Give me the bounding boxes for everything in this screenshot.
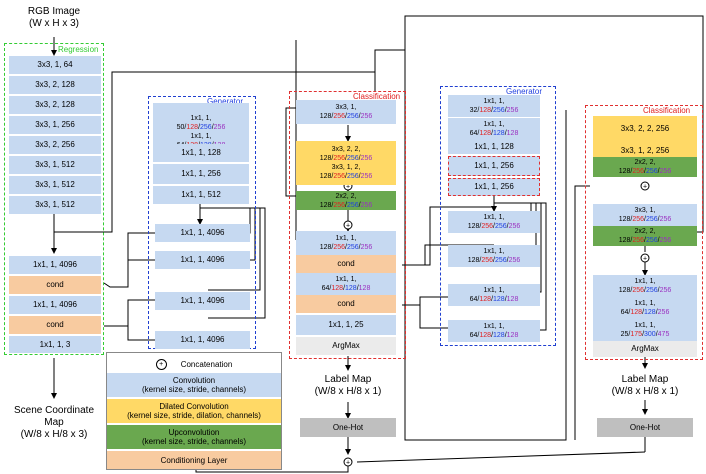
one-hot-2: One-Hot (597, 418, 693, 437)
cls1-conv-e: 1x1, 1,128/256/256/256 (296, 231, 396, 255)
legend-dilated-convolution: Dilated Convolution (kernel size, stride… (107, 399, 281, 423)
legend-upconvolution: Upconvolution (kernel size, stride, chan… (107, 425, 281, 449)
legend-up-title: Upconvolution (168, 428, 220, 437)
legend-up-sub: (kernel size, stride, channels) (141, 437, 247, 446)
regression-layer-8: 3x3, 1, 512 (9, 196, 101, 214)
cls2-dilated-block: 3x3, 2, 2, 256 3x3, 1, 2, 256 (593, 116, 697, 164)
gen2-layer-i: 1x1, 1,64/128/128/128 (448, 320, 540, 342)
cls2-dilated-1: 3x3, 2, 2, 256 (620, 124, 670, 133)
gen1-fc-3: 1x1, 1, 4096 (155, 292, 250, 310)
cls2-upconv-2: 2x2, 2,128/256/256/256 (593, 226, 697, 246)
classification-1-label: Classification (352, 92, 402, 101)
cls1-argmax: ArgMax (296, 337, 396, 355)
legend-dil-title: Dilated Convolution (159, 402, 229, 411)
gen1-fc-1: 1x1, 1, 4096 (155, 224, 250, 242)
gen2-layer-g: 1x1, 1,128/256/256/256 (448, 245, 540, 267)
cls2-argmax: ArgMax (593, 341, 697, 357)
cls1-dilated-2: 3x3, 1, 2,128/256/256/256 (319, 164, 373, 180)
gen2-layer-d: 1x1, 1, 256 (448, 156, 540, 176)
legend: + Concatenation Convolution (kernel size… (106, 352, 282, 470)
generator-2-box (440, 86, 556, 346)
legend-dil-sub: (kernel size, stride, dilation, channels… (127, 411, 261, 420)
regression-layer-7: 3x3, 1, 512 (9, 176, 101, 194)
svg-text:+: + (643, 256, 647, 263)
concatenation-icon: + (155, 358, 167, 370)
gen1-fc-4: 1x1, 1, 4096 (155, 331, 250, 349)
cls1-conv-f: 1x1, 1,64/128/128/128 (296, 273, 396, 295)
regression-cond-1: cond (9, 276, 101, 294)
cls1-cond-1: cond (296, 255, 396, 273)
cls1-conv-a: 3x3, 1,128/256/256/256 (296, 100, 396, 124)
regression-label: Regression (57, 45, 100, 54)
label-map-1: Label Map (W/8 x H/8 x 1) (314, 374, 382, 397)
svg-text:+: + (346, 223, 350, 230)
legend-convolution: Convolution (kernel size, stride, channe… (107, 373, 281, 397)
cls1-dilated-1: 3x3, 2, 2,128/256/256/256 (319, 146, 373, 162)
gen1-layer-1: 1x1, 1,50/128/256/256 (176, 115, 226, 131)
legend-concat-text: Concatenation (180, 359, 233, 369)
cls1-dilated-block: 3x3, 2, 2,128/256/256/256 3x3, 1, 2,128/… (296, 141, 396, 185)
svg-text:+: + (643, 184, 647, 191)
generator-1-label: Generator (206, 97, 245, 106)
rgb-image-title: RGB Image (W x H x 3) (27, 6, 81, 29)
gen2-layer-a: 1x1, 1,32/128/256/256 (448, 95, 540, 117)
gen2-layer-e: 1x1, 1, 256 (448, 178, 540, 196)
gen1-layer-5: 1x1, 1, 512 (153, 186, 249, 204)
gen1-fc-2: 1x1, 1, 4096 (155, 251, 250, 269)
cls2-conv-g: 1x1, 1,64/128/128/256 (593, 297, 697, 319)
classification-2-box (585, 105, 703, 360)
cls1-upconv: 2x2, 2,128/256/256/256 (296, 191, 396, 210)
regression-layer-4: 3x3, 1, 256 (9, 116, 101, 134)
regression-fc-2: 1x1, 1, 4096 (9, 296, 101, 314)
regression-layer-2: 3x3, 2, 128 (9, 76, 101, 94)
gen2-layer-f: 1x1, 1,128/256/256/256 (448, 211, 540, 233)
regression-box (4, 43, 104, 355)
generator-2-label: Generator (505, 87, 544, 96)
regression-layer-3: 3x3, 2, 128 (9, 96, 101, 114)
legend-conv-sub: (kernel size, stride, channels) (141, 385, 247, 394)
cls2-conv-h: 1x1, 1,25/175/300/475 (593, 319, 697, 341)
label-map-2: Label Map (W/8 x H/8 x 1) (611, 374, 679, 397)
regression-layer-5: 3x3, 2, 256 (9, 136, 101, 154)
cls2-conv-d: 3x3, 1,128/256/256/256 (593, 204, 697, 226)
gen2-layer-b: 1x1, 1,64/128/128/128 (448, 118, 540, 140)
svg-text:+: + (346, 460, 350, 467)
classification-2-label: Classification (642, 106, 692, 115)
legend-conditioning-layer: Conditioning Layer (107, 451, 281, 469)
gen1-layer-3: 1x1, 1, 128 (153, 144, 249, 162)
regression-output-layer: 1x1, 1, 3 (9, 336, 101, 353)
cls2-upconv-1: 2x2, 2,128/256/256/256 (593, 157, 697, 177)
gen2-layer-c: 1x1, 1, 128 (448, 140, 540, 154)
regression-layer-1: 3x3, 1, 64 (9, 56, 101, 74)
cls2-conv-f: 1x1, 1,128/256/256/256 (593, 275, 697, 297)
regression-cond-2: cond (9, 316, 101, 334)
regression-fc-1: 1x1, 1, 4096 (9, 256, 101, 274)
cls1-conv-g: 1x1, 1, 25 (296, 315, 396, 335)
gen2-layer-h: 1x1, 1,64/128/128/128 (448, 284, 540, 306)
cls2-dilated-2: 3x3, 1, 2, 256 (620, 146, 670, 155)
legend-concatenation: + Concatenation (107, 355, 281, 373)
one-hot-1: One-Hot (300, 418, 396, 437)
scene-coordinate-map-label: Scene Coordinate Map (W/8 x H/8 x 3) (13, 405, 95, 440)
gen1-layer-4: 1x1, 1, 256 (153, 164, 249, 184)
legend-conv-title: Convolution (172, 376, 216, 385)
classification-1-box (289, 91, 406, 359)
svg-text:+: + (346, 184, 350, 191)
regression-layer-6: 3x3, 1, 512 (9, 156, 101, 174)
cls1-cond-2: cond (296, 295, 396, 313)
